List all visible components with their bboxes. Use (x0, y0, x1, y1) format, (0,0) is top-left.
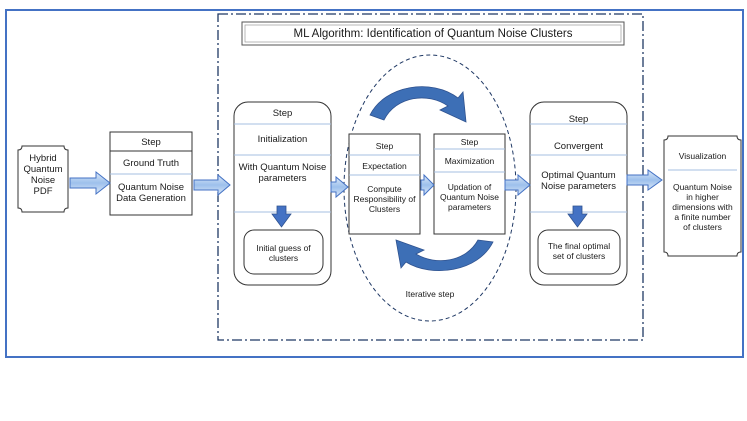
output-body: Quantum Noise in higher dimensions with … (672, 182, 733, 232)
curved-arrow-top (369, 86, 467, 123)
conv-step-result: The final optimal set of clusters (547, 241, 611, 261)
arrow-input-to-ground (69, 170, 111, 196)
input-label: Hybrid Quantum Noise PDF (23, 153, 63, 197)
max-step-body: Updation of Quantum Noise parameters (439, 182, 500, 212)
arrow-ground-to-init (193, 173, 231, 197)
down-arrow-conv (567, 205, 588, 228)
expect-step-body: Compute Responsibility of Clusters (353, 184, 416, 214)
init-step-sub: Initialization (257, 134, 308, 145)
outer-frame (5, 9, 744, 358)
input-card (17, 145, 69, 213)
arrow-init-to-expect (330, 175, 349, 199)
init-step-result: Initial guess of clusters (256, 243, 311, 263)
arrow-conv-to-output (626, 169, 663, 191)
ground-step-sub: Ground Truth (123, 158, 179, 169)
arrow-expect-to-max (420, 173, 435, 197)
ground-step-header: Step (141, 137, 161, 148)
title-box (241, 21, 625, 46)
diagram-title: ML Algorithm: Identification of Quantum … (293, 28, 573, 40)
expect-step-header: Step (375, 141, 394, 151)
conv-step-header: Step (568, 114, 589, 125)
arrow-max-to-conv (504, 173, 531, 197)
conv-result-box (537, 229, 621, 275)
init-result-box (243, 229, 324, 275)
iterative-label: Iterative step (405, 289, 455, 299)
down-arrow-init (271, 205, 292, 228)
expect-step-sub: Expectation (362, 161, 407, 171)
output-header: Visualization (678, 151, 727, 161)
max-step-header: Step (460, 137, 479, 147)
init-step-header: Step (272, 108, 293, 119)
max-step-sub: Maximization (444, 156, 495, 166)
conv-step-body: Optimal Quantum Noise parameters (541, 170, 616, 192)
expectation-box (348, 133, 421, 235)
curved-arrow-bottom (395, 239, 494, 272)
ground-step-body: Quantum Noise Data Generation (116, 182, 186, 204)
conv-step-sub: Convergent (553, 141, 604, 152)
init-step-body: With Quantum Noise parameters (238, 162, 327, 184)
output-card (663, 135, 742, 257)
